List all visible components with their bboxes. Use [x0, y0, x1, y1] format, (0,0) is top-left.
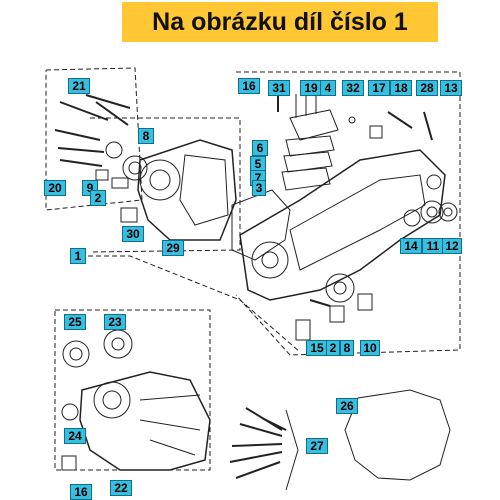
right-crankcase-main: [239, 149, 446, 301]
callout-8: 8: [138, 128, 154, 144]
callout-4: 4: [320, 80, 336, 96]
bushing-9: [95, 169, 109, 181]
callout-28: 28: [416, 80, 438, 96]
bush-13: [426, 174, 442, 190]
callout-13: 13: [440, 80, 462, 96]
callout-12: 12: [442, 238, 462, 254]
callout-2: 2: [90, 190, 106, 206]
bush-17: [369, 125, 383, 139]
callout-6: 6: [252, 140, 268, 156]
callout-15: 15: [306, 340, 328, 356]
callout-1: 1: [70, 248, 86, 264]
callout-10: 10: [360, 340, 380, 356]
callout-24: 24: [64, 428, 86, 444]
callout-29: 29: [162, 240, 184, 256]
callout-19: 19: [300, 80, 322, 96]
callout-31: 31: [268, 80, 290, 96]
washer-32: [348, 116, 356, 124]
bearing-11: [420, 200, 444, 224]
leader-1: [88, 255, 301, 353]
seal-8b: [357, 293, 373, 311]
callout-16: 16: [238, 78, 260, 94]
callout-14: 14: [400, 238, 422, 254]
seal-14: [403, 209, 421, 227]
left-case-frame: [89, 117, 241, 253]
dowel-2b: [329, 305, 345, 323]
callout-21: 21: [68, 78, 90, 94]
bearing-23: [103, 329, 133, 359]
bolts-21: [59, 94, 131, 126]
callout-27: 27: [306, 438, 328, 454]
seal-8: [105, 141, 123, 159]
right-case-frame: [235, 71, 461, 356]
bearing-12: [438, 202, 458, 222]
bolts-20: [54, 129, 105, 167]
reed-valve-stack: [281, 94, 339, 191]
callout-11: 11: [422, 238, 444, 254]
callout-18: 18: [390, 80, 412, 96]
bearing-25: [62, 340, 90, 368]
gasket-3: [231, 189, 291, 261]
bushing-30: [120, 207, 138, 223]
callout-3: 3: [252, 180, 266, 196]
dowel-2: [111, 177, 129, 189]
header-title: Na obrázku díl číslo 1: [152, 7, 408, 36]
bolts-27: [229, 407, 287, 479]
bush-15: [295, 319, 311, 341]
bush-16b: [61, 455, 77, 471]
bolt-18: [387, 111, 413, 129]
callout-32: 32: [342, 80, 364, 96]
callout-8-right: 8: [340, 340, 354, 356]
bolt-group-frame: [45, 67, 143, 211]
callout-30: 30: [122, 226, 144, 242]
callout-22: 22: [110, 480, 132, 496]
left-crankcase-29: [137, 139, 237, 241]
bolt-28: [423, 111, 433, 141]
callout-25: 25: [64, 314, 86, 330]
callout-17: 17: [368, 80, 390, 96]
callout-20: 20: [44, 180, 66, 196]
callout-16-lower: 16: [70, 484, 92, 500]
gasket-26: [344, 389, 451, 481]
callout-23: 23: [104, 314, 126, 330]
callout-2-right: 2: [326, 340, 340, 356]
cover-frame: [54, 309, 211, 471]
seal-24: [61, 403, 79, 421]
callout-26: 26: [336, 398, 358, 414]
header-banner: Na obrázku díl číslo 1: [122, 2, 438, 42]
